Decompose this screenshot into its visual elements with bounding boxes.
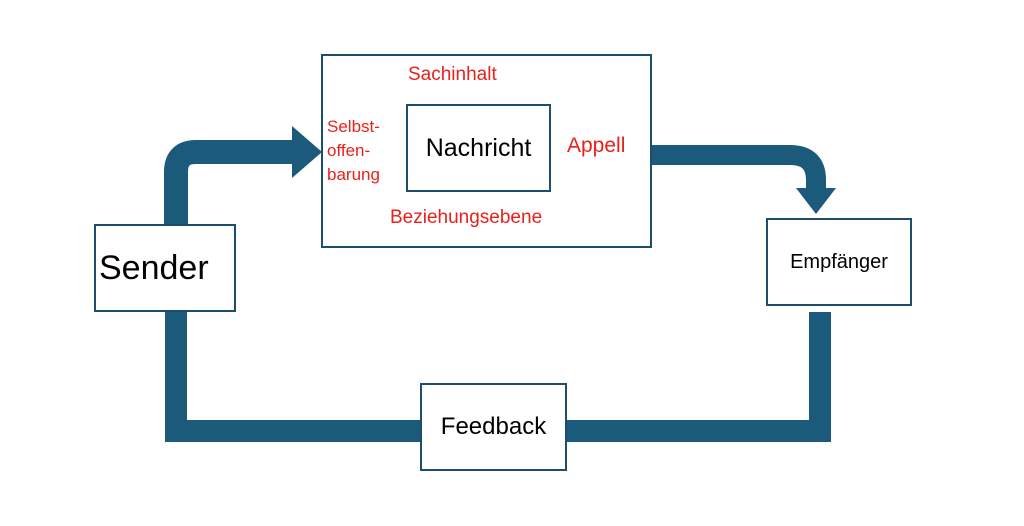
sender-label: Sender <box>99 248 209 287</box>
sender-to-message-arrow <box>164 140 298 226</box>
sachinhalt-label: Sachinhalt <box>408 64 497 85</box>
feedback-box: Feedback <box>420 383 567 471</box>
selbstoffenbarung-line-3: barung <box>327 165 380 184</box>
sender-box: Sender <box>94 224 236 312</box>
nachricht-box: Nachricht <box>406 104 551 192</box>
selbstoffenbarung-line-2: offen- <box>327 141 371 160</box>
feedback-label: Feedback <box>440 413 547 440</box>
sender-to-message-arrowhead <box>292 126 322 178</box>
appell-label: Appell <box>567 134 626 157</box>
message-to-receiver-arrowhead <box>796 188 836 214</box>
message-to-receiver-arrow <box>650 145 826 190</box>
beziehungsebene-label: Beziehungsebene <box>390 207 543 228</box>
empfaenger-box: Empfänger <box>766 218 912 306</box>
selbstoffenbarung-label: Selbst- offen- barung <box>327 115 380 187</box>
selbstoffenbarung-line-1: Selbst- <box>327 117 380 136</box>
nachricht-label: Nachricht <box>425 133 532 162</box>
empfaenger-label: Empfänger <box>790 250 888 273</box>
